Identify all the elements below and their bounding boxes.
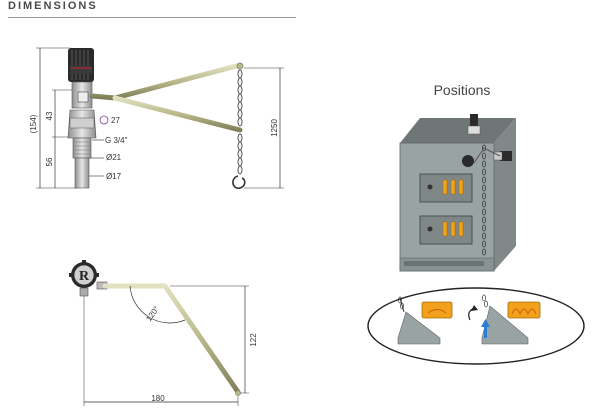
dim-27: 27 [111, 116, 120, 125]
dim-43: 43 [45, 111, 54, 120]
positions-title: Positions [434, 82, 491, 98]
dim-154: (154) [29, 114, 38, 133]
section-title: DIMENSIONS [8, 0, 98, 12]
dim-180: 180 [151, 394, 165, 403]
section-divider [8, 17, 296, 18]
positions-detail-oval [367, 287, 585, 365]
regulator-top-view: R [69, 260, 249, 406]
up-arrow-icon [484, 326, 487, 338]
dim-120-angle: 120° [144, 304, 161, 323]
regulator-side-view [36, 47, 284, 189]
dim-o21: Ø21 [106, 153, 122, 162]
dim-1250: 1250 [270, 119, 279, 137]
dim-56: 56 [45, 157, 54, 166]
dim-g34: G 3/4" [105, 136, 128, 145]
brand-logo: R [79, 269, 90, 284]
boiler-illustration [399, 114, 516, 272]
dim-o17: Ø17 [106, 172, 122, 181]
dim-122: 122 [249, 333, 258, 347]
